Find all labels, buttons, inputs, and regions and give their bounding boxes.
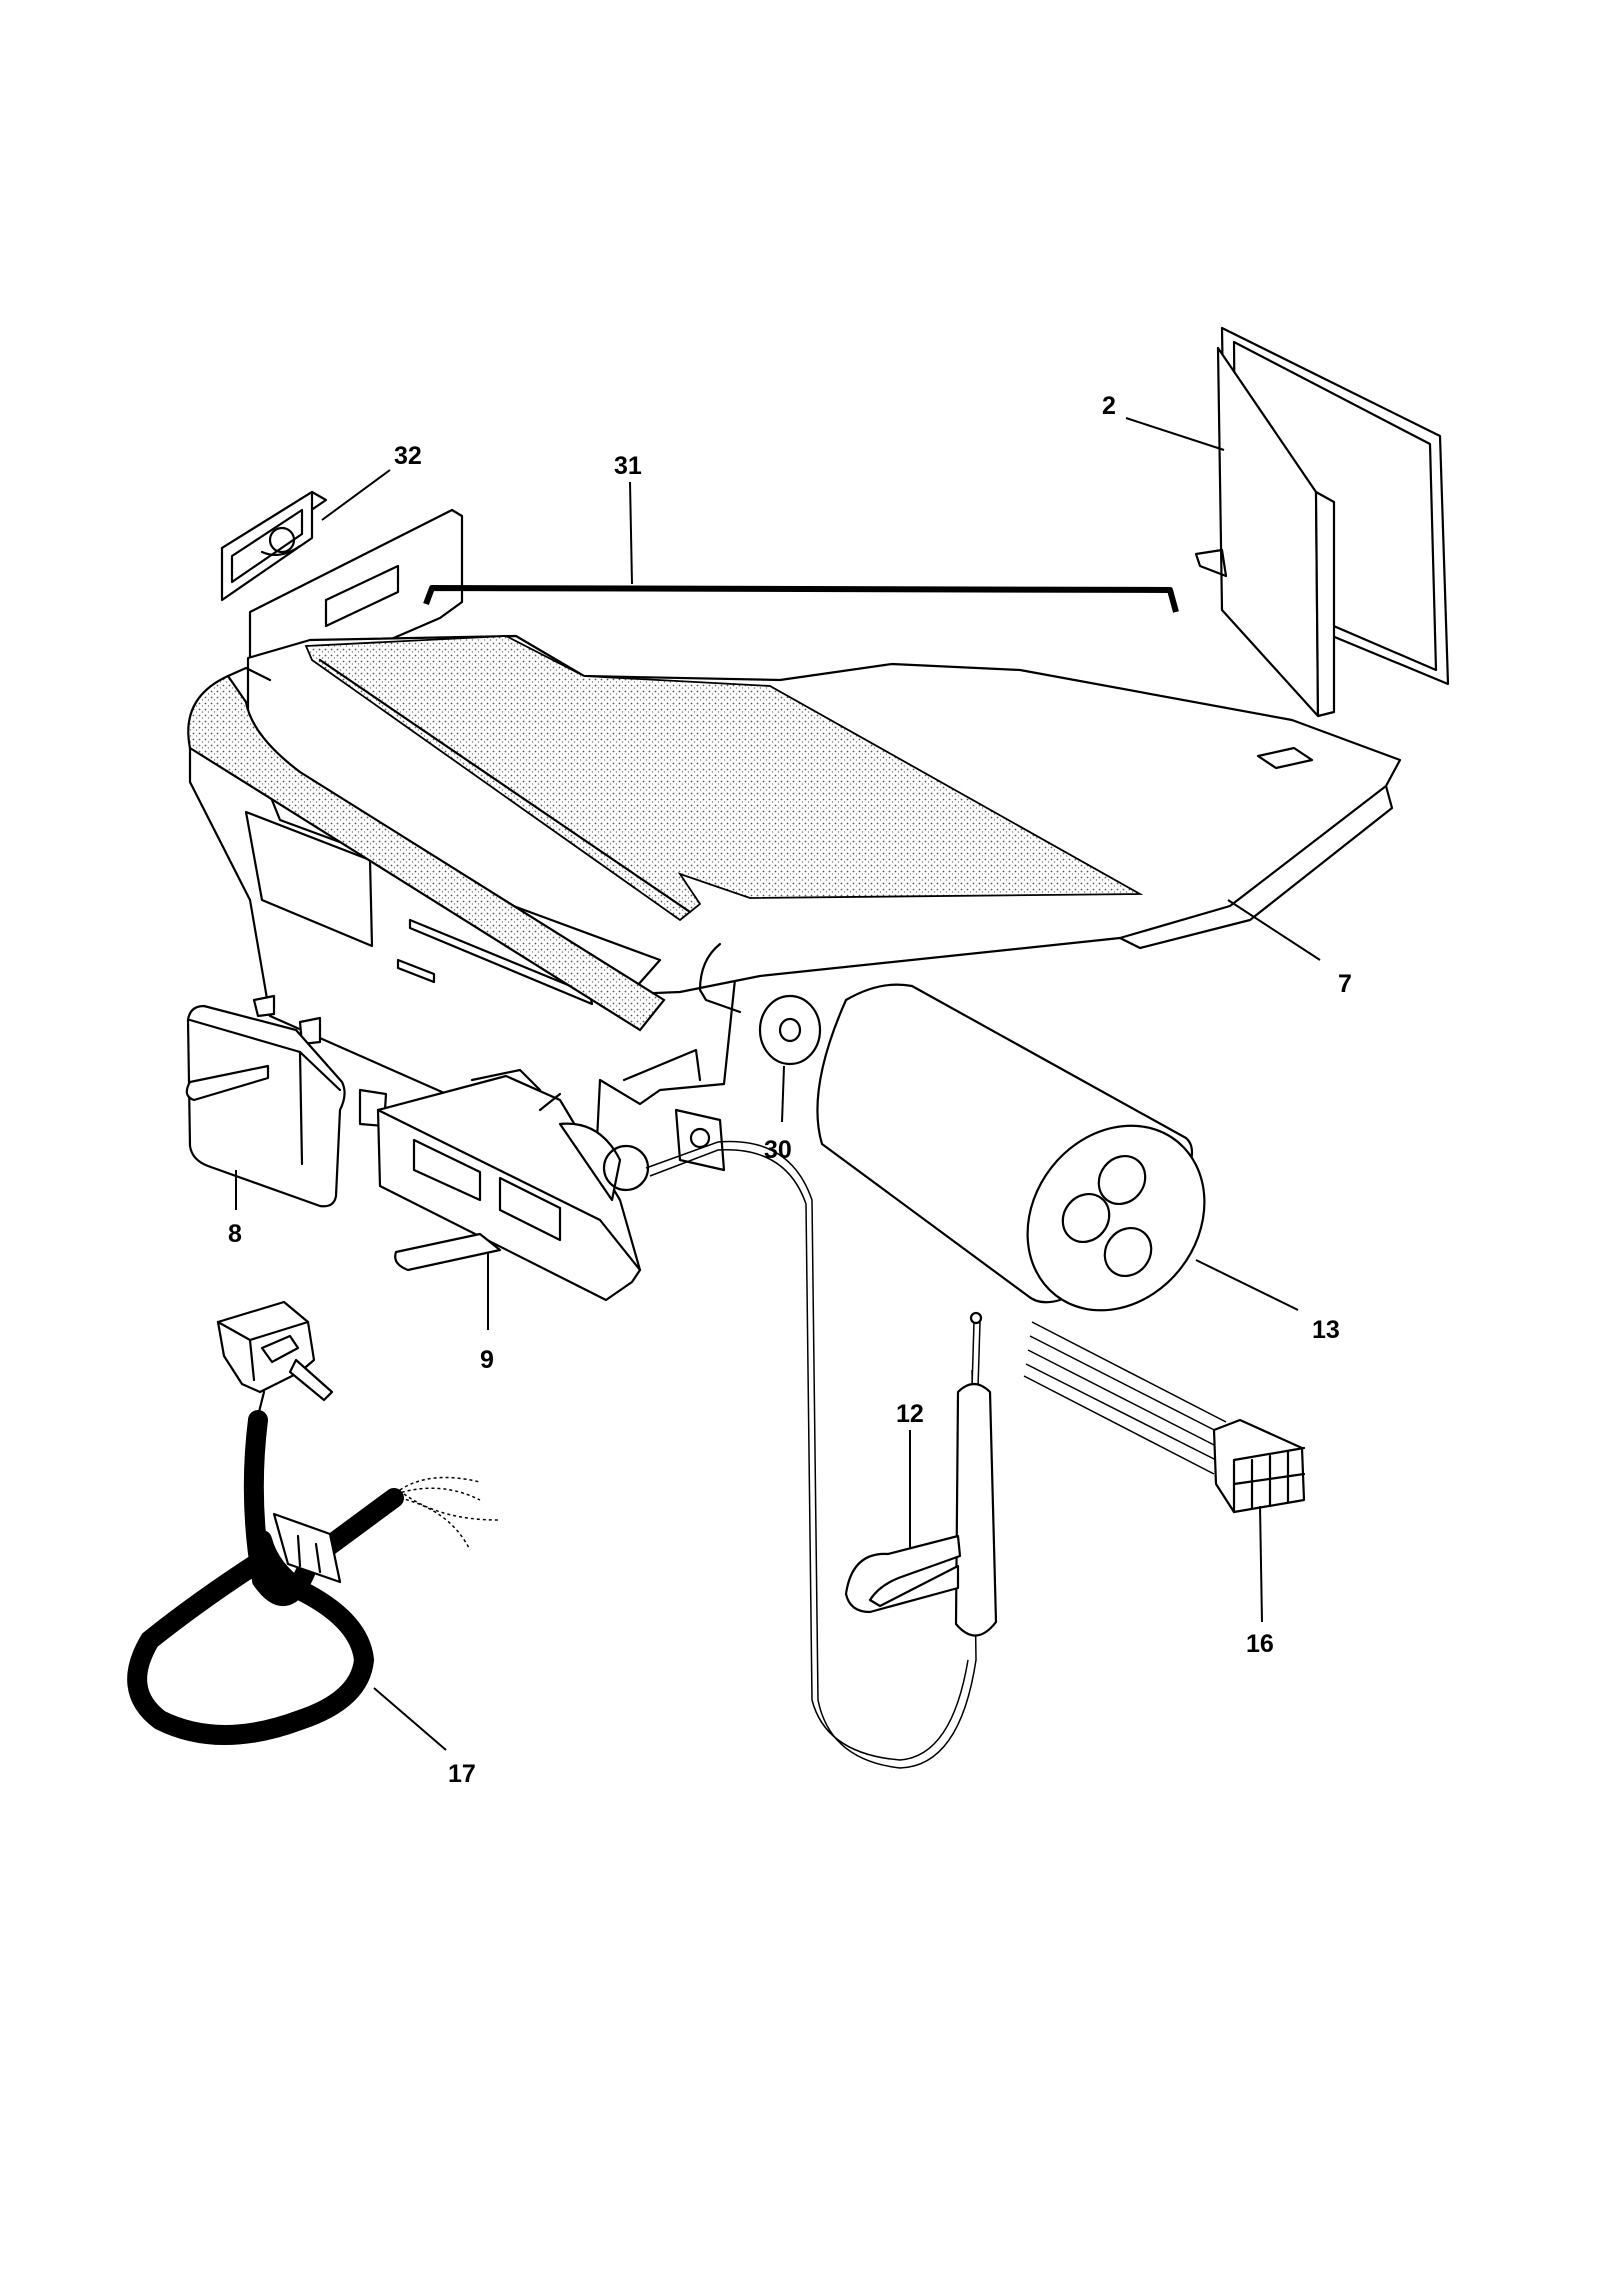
leader-lines [235, 417, 1321, 1751]
part-17-power-cord [127, 1300, 499, 1745]
part-9-thermostat [376, 1068, 650, 1302]
callout-30: 30 [764, 1136, 792, 1164]
leader-7 [1227, 899, 1321, 961]
leader-32 [321, 469, 391, 521]
callout-31: 31 [614, 452, 642, 480]
part-13-capacitor [816, 983, 1206, 1312]
part-31-rod [423, 585, 1179, 613]
leader-30 [781, 1065, 785, 1123]
callout-17: 17 [448, 1760, 476, 1788]
capillary-tube [645, 1140, 977, 1769]
callout-12: 12 [896, 1400, 924, 1428]
part-2-filter [1194, 326, 1450, 718]
callout-9: 9 [480, 1346, 494, 1374]
part-16-connector [1023, 1321, 1306, 1514]
part-30-washer [758, 994, 822, 1066]
leader-31 [629, 481, 633, 585]
callout-labels: 2 7 8 9 12 13 16 17 30 31 32 [228, 392, 1352, 1788]
leader-16 [1259, 1505, 1263, 1623]
part-8-switch [185, 994, 388, 1208]
callout-16: 16 [1246, 1630, 1274, 1658]
callout-8: 8 [228, 1220, 242, 1248]
part-32-bracket [220, 490, 328, 602]
leader-2 [1125, 417, 1225, 451]
callout-32: 32 [394, 442, 422, 470]
part-7-tray [187, 634, 1402, 1172]
callout-13: 13 [1312, 1316, 1340, 1344]
callout-7: 7 [1338, 970, 1352, 998]
callout-2: 2 [1102, 392, 1116, 420]
leader-17 [373, 1687, 447, 1751]
part-12-sensor-clip [844, 1311, 998, 1637]
leader-13 [1195, 1259, 1299, 1311]
